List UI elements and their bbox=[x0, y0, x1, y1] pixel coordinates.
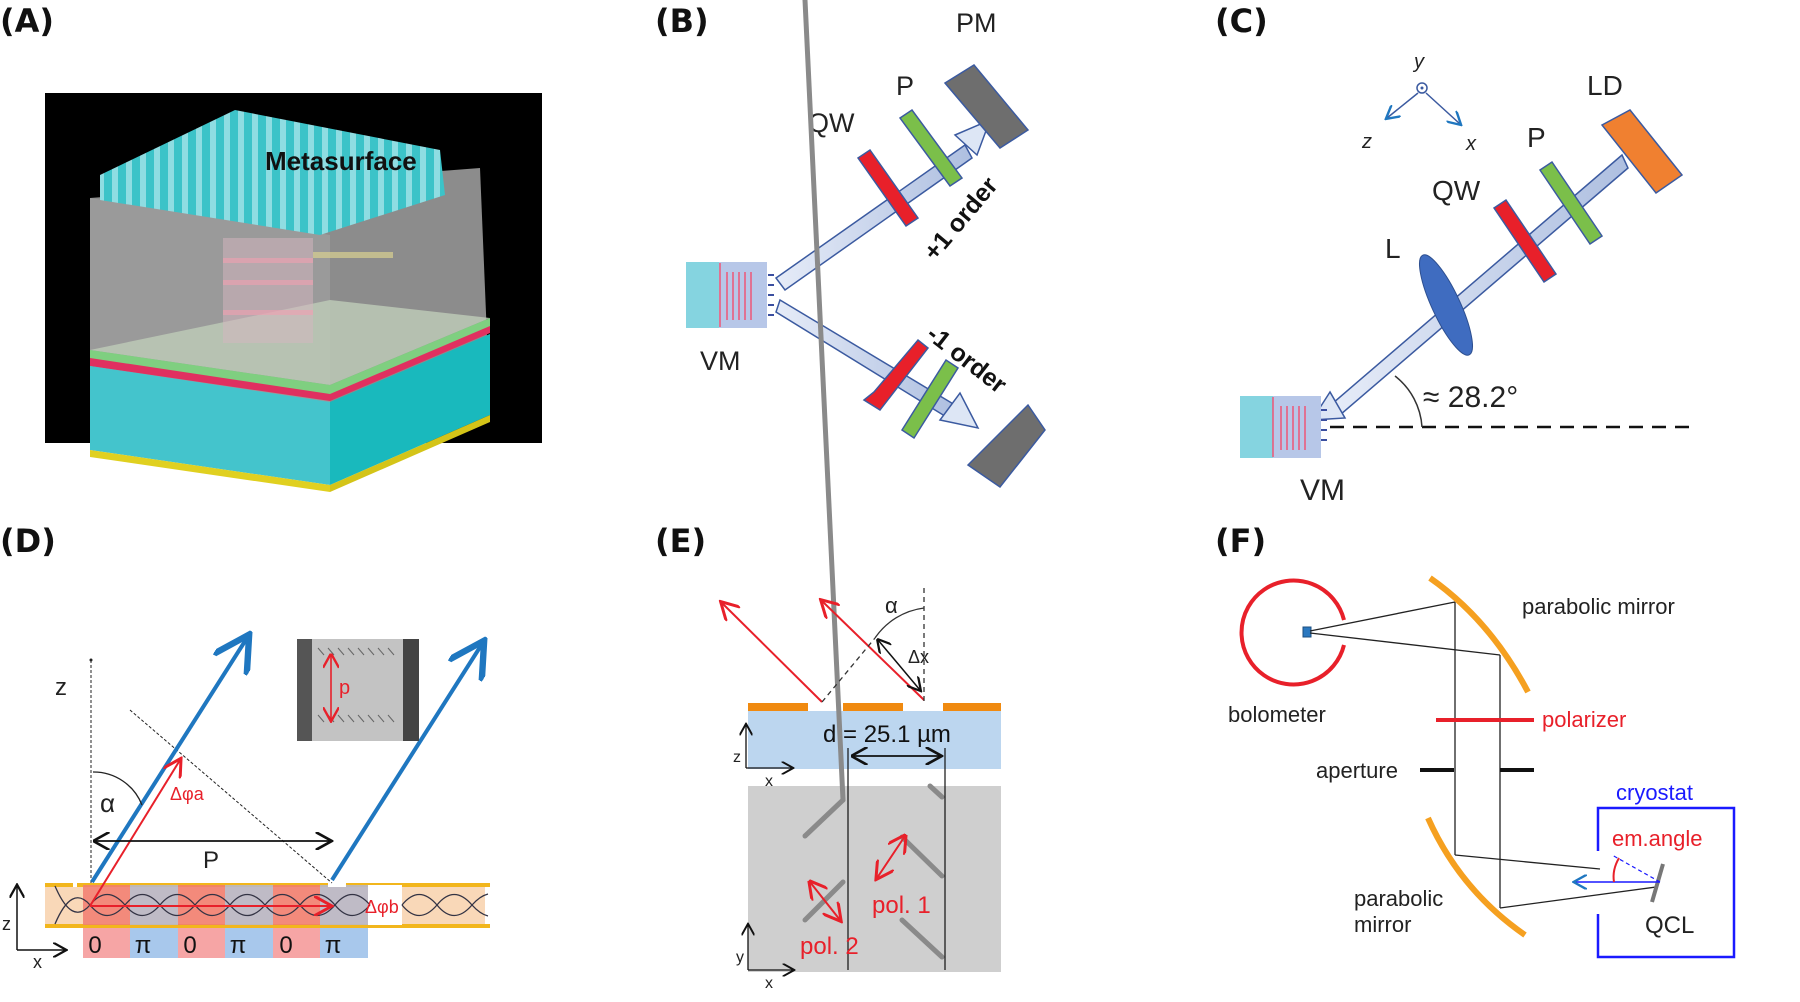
phase-label: π bbox=[230, 932, 247, 959]
vm-label-b: VM bbox=[700, 346, 741, 376]
pol1-label: pol. 1 bbox=[872, 892, 931, 919]
axis-x-label-d: x bbox=[33, 952, 42, 972]
lens-label: L bbox=[1385, 233, 1401, 264]
phase-label: 0 bbox=[88, 932, 101, 959]
delta-phi-a-label: Δφa bbox=[170, 784, 205, 804]
panel-b-setup bbox=[686, 64, 1046, 489]
period-small-label: p bbox=[339, 677, 350, 699]
axis-y-label-e: y bbox=[736, 949, 744, 966]
vm-device bbox=[686, 262, 719, 328]
p-label-c: P bbox=[1527, 122, 1546, 153]
z-axis-label-d: z bbox=[55, 674, 67, 701]
sem-inset-image bbox=[297, 639, 419, 741]
panel-label-f: (F) bbox=[1215, 522, 1267, 560]
panel-label-c: (C) bbox=[1215, 2, 1268, 40]
phase-label: 0 bbox=[183, 932, 196, 959]
parabolic-mirror-top bbox=[1428, 575, 1531, 694]
panel-label-a: (A) bbox=[0, 2, 55, 40]
axis-x-label-c: x bbox=[1465, 133, 1477, 155]
qw-plate-lower bbox=[862, 338, 930, 411]
em-angle-label: em.angle bbox=[1612, 826, 1703, 851]
period-big-label: P bbox=[203, 847, 219, 874]
panel-e-schematic bbox=[722, 0, 1001, 972]
angle-label: ≈ 28.2° bbox=[1423, 381, 1518, 414]
qw-plate-c bbox=[1492, 198, 1558, 284]
phase-label: 0 bbox=[279, 932, 292, 959]
lens bbox=[1419, 254, 1473, 356]
parabolic-mirror-bottom bbox=[1425, 816, 1527, 938]
pm-label: PM bbox=[956, 8, 997, 38]
panel-d-schematic bbox=[17, 638, 490, 958]
polarizer-lower bbox=[900, 358, 960, 440]
qcl-label: QCL bbox=[1645, 912, 1694, 939]
delta-x-label: Δx bbox=[908, 647, 929, 667]
axis-z-label-c: z bbox=[1361, 131, 1372, 153]
qcl-chip bbox=[1650, 863, 1665, 903]
polarizer-upper bbox=[898, 108, 964, 188]
parabolic-mirror-bottom-label-2: mirror bbox=[1354, 912, 1411, 937]
alpha-label-e: α bbox=[885, 593, 898, 618]
ld-label: LD bbox=[1587, 70, 1623, 101]
axis-z-label-d: z bbox=[2, 914, 11, 934]
vm-label-c: VM bbox=[1300, 474, 1345, 507]
aperture-label: aperture bbox=[1316, 758, 1398, 783]
delta-phi-b-label: Δφb bbox=[365, 897, 399, 917]
qw-label-b: QW bbox=[808, 108, 855, 138]
laser-diode bbox=[1600, 109, 1684, 195]
p-label-b: P bbox=[896, 71, 914, 101]
axis-x2-label-e: x bbox=[765, 975, 773, 992]
panel-a-device-render bbox=[45, 93, 542, 492]
cryostat-label: cryostat bbox=[1616, 780, 1693, 805]
bolometer-icon bbox=[1239, 578, 1346, 687]
qw-plate-upper bbox=[856, 148, 920, 228]
power-meter-upper bbox=[943, 64, 1030, 149]
distance-label: d = 25.1 µm bbox=[823, 721, 951, 748]
panel-label-d: (D) bbox=[0, 522, 56, 560]
axis-y-label-c: y bbox=[1412, 51, 1425, 73]
polarizer-label: polarizer bbox=[1542, 707, 1626, 732]
alpha-label-d: α bbox=[100, 788, 115, 818]
panel-label-e: (E) bbox=[655, 522, 707, 560]
sem-image-e bbox=[748, 786, 1001, 972]
qw-label-c: QW bbox=[1432, 175, 1481, 206]
panel-f-setup bbox=[1239, 575, 1736, 959]
pol2-label: pol. 2 bbox=[800, 933, 859, 960]
phase-label: π bbox=[135, 932, 152, 959]
y-axis-out-of-plane-icon bbox=[1416, 82, 1428, 94]
power-meter-lower bbox=[966, 403, 1046, 489]
bolometer-label: bolometer bbox=[1228, 702, 1326, 727]
polarizer-c bbox=[1538, 160, 1604, 246]
phase-labels: 0 π 0 π 0 π bbox=[88, 932, 341, 959]
axis-x-label-e: x bbox=[765, 773, 773, 790]
parabolic-mirror-bottom-label-1: parabolic bbox=[1354, 886, 1443, 911]
panel-c-setup bbox=[1240, 82, 1695, 458]
parabolic-mirror-top-label: parabolic mirror bbox=[1522, 594, 1675, 619]
axis-z-label-e: z bbox=[733, 749, 741, 766]
cryostat-box bbox=[1596, 806, 1736, 959]
metasurface-label: Metasurface bbox=[265, 146, 417, 176]
panel-label-b: (B) bbox=[655, 2, 709, 40]
phase-label: π bbox=[325, 932, 342, 959]
